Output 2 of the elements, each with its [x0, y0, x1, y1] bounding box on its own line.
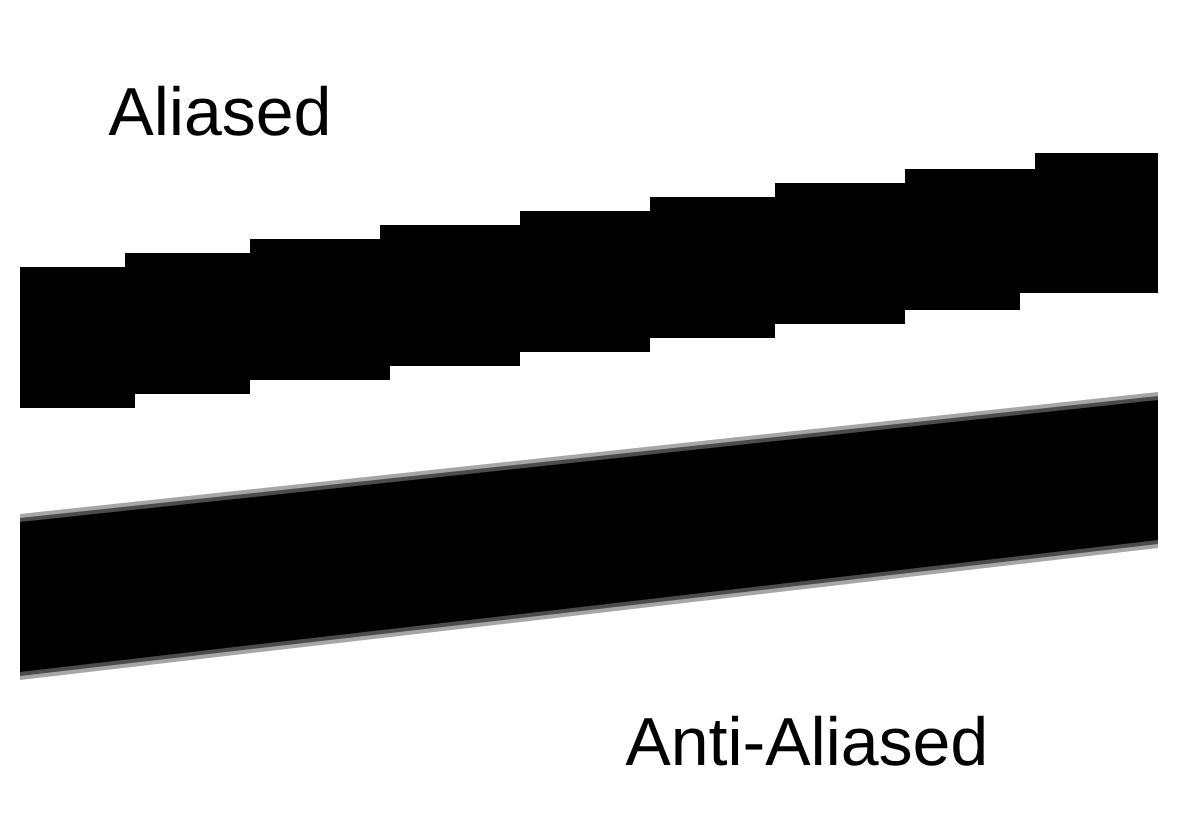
text-label: Anti-Aliased	[625, 715, 984, 766]
text-label: Aliased	[108, 85, 327, 136]
